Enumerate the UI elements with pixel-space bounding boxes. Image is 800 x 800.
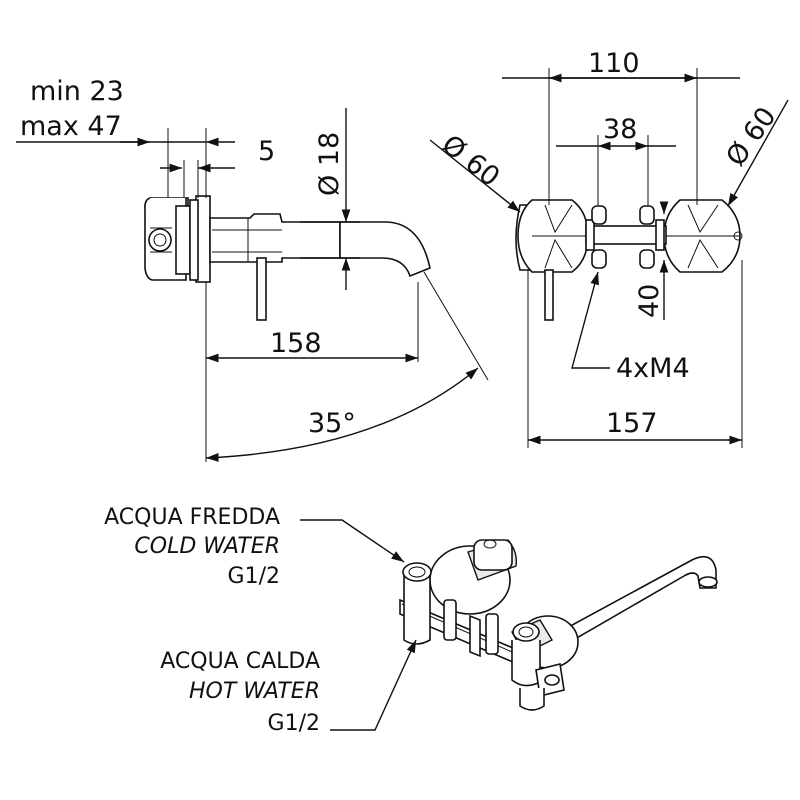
plate-thickness-label: 5 [258,136,275,167]
wall-min-label: min 23 [30,76,124,107]
side-body [144,195,431,321]
projection-label: 158 [270,328,322,359]
hot-label-thread: G1/2 [268,711,320,736]
front-view: 110 38 Ø 60 Ø 60 40 4xM4 157 [429,48,789,448]
cold-label-en: COLD WATER [134,534,280,559]
mounting-height-label: 40 [634,284,665,318]
cold-label-thread: G1/2 [228,564,280,589]
screws-label: 4xM4 [616,353,690,384]
right-diameter-label: Ø 60 [720,102,782,172]
side-view: min 23 max 47 5 Ø 18 158 35° [16,76,489,462]
cold-label-it: ACQUA FREDDA [104,505,280,530]
hot-label-en: HOT WATER [189,679,320,704]
hot-label-it: ACQUA CALDA [160,649,320,674]
overall-top-label: 110 [588,48,640,79]
cold-water-callout: ACQUA FREDDA COLD WATER G1/2 [104,505,405,589]
isometric-view [399,539,718,711]
spout-diameter-label: Ø 18 [314,132,345,196]
left-diameter-label: Ø 60 [436,129,506,193]
overall-bottom-label: 157 [606,408,658,439]
front-body [515,199,743,321]
wall-max-label: max 47 [20,111,122,142]
hot-water-callout: ACQUA CALDA HOT WATER G1/2 [160,639,417,736]
angle-label: 35° [308,408,356,439]
inner-spacing-label: 38 [603,114,637,145]
